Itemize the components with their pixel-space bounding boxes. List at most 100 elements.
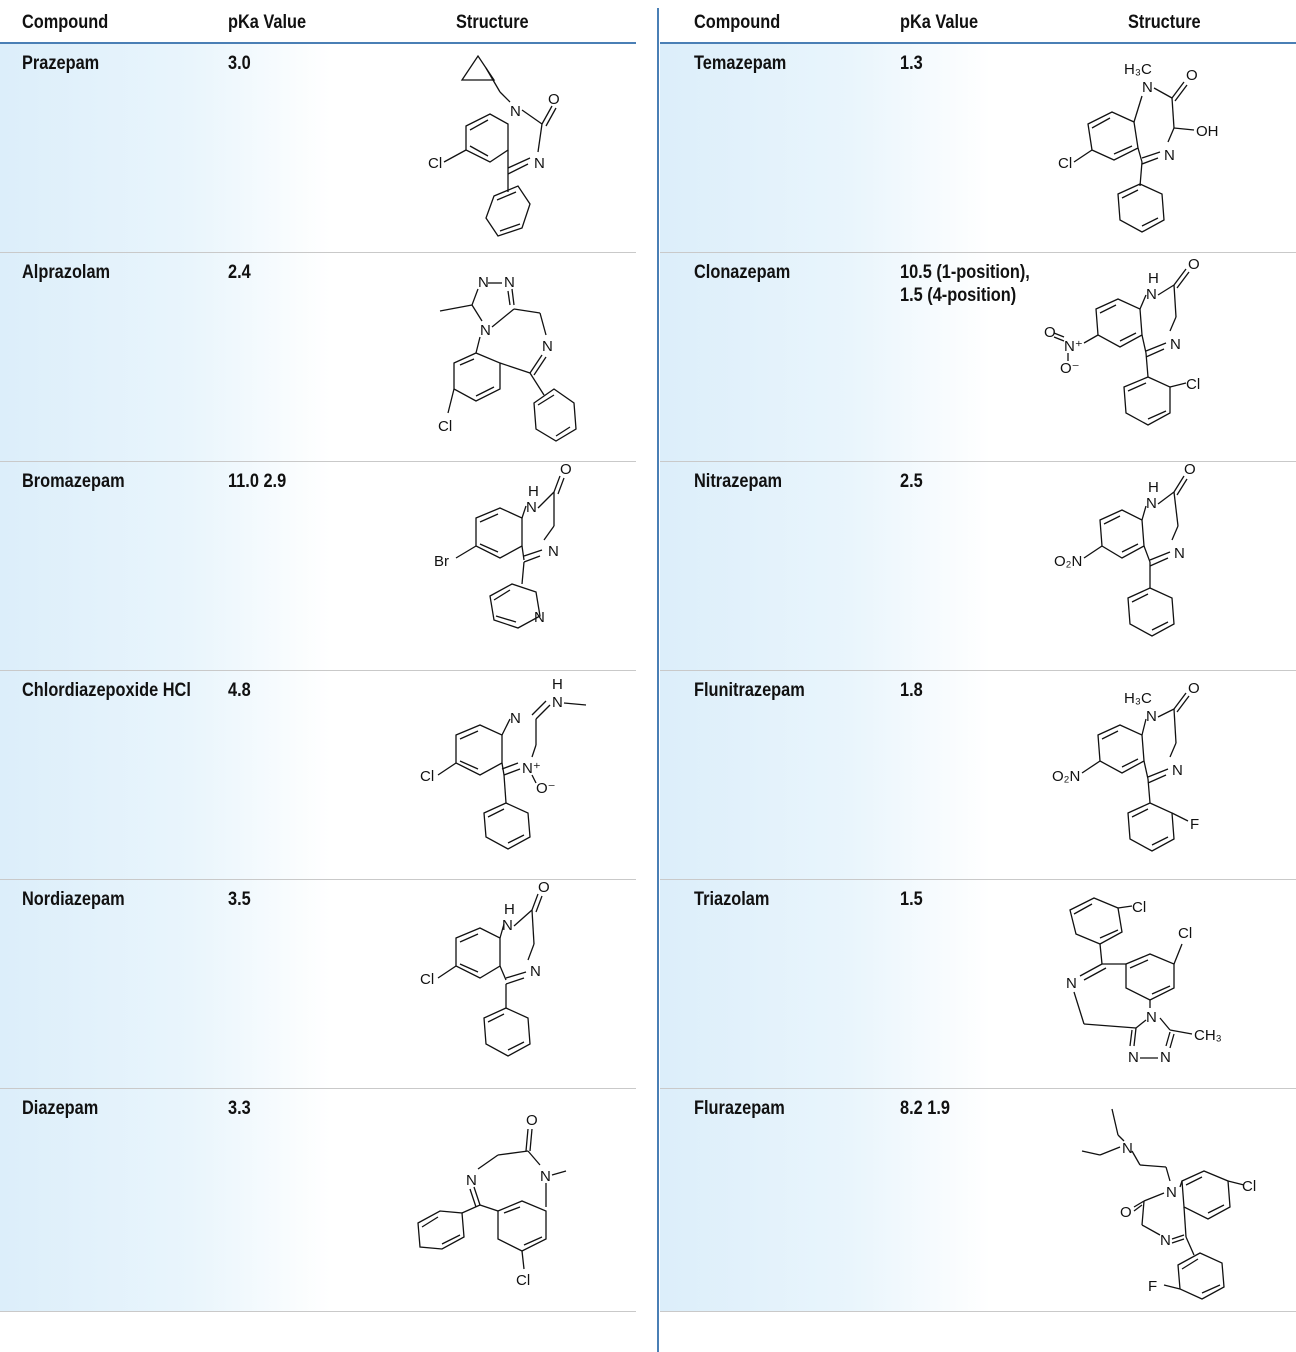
svg-text:Cl: Cl (1058, 155, 1072, 172)
left-table: Compound pKa Value Structure Prazepam 3.… (0, 0, 636, 1312)
svg-text:H₃C: H₃C (1124, 690, 1152, 707)
compound-name: Bromazepam (22, 471, 125, 492)
svg-text:N: N (1146, 1009, 1157, 1026)
structure-image: H₃C N O OH N Cl (1058, 61, 1219, 233)
structure-image: N O N Cl (428, 54, 560, 237)
table-header: Compound pKa Value Structure (0, 0, 636, 44)
svg-text:H: H (504, 901, 515, 918)
pka-value: 10.5 (1-position), (900, 262, 1030, 283)
compound-name: Flunitrazepam (694, 680, 805, 701)
table-row: Nitrazepam 2.5 H N O N O₂N (660, 462, 1296, 671)
svg-text:OH: OH (1196, 123, 1219, 140)
table-row: Diazepam 3.3 O N N Cl (0, 1089, 636, 1312)
svg-text:O⁻: O⁻ (1060, 360, 1080, 377)
table-header: Compound pKa Value Structure (660, 0, 1296, 44)
pka-value: 3.3 (228, 1098, 251, 1119)
compound-name: Nitrazepam (694, 471, 783, 492)
compound-name: Chlordiazepoxide HCl (22, 680, 191, 701)
compound-name: Clonazepam (694, 262, 791, 283)
svg-text:N: N (502, 917, 513, 934)
svg-text:Cl: Cl (1242, 1178, 1256, 1195)
svg-text:O: O (1184, 462, 1196, 478)
svg-text:N: N (1172, 762, 1183, 779)
svg-text:H: H (1148, 479, 1159, 496)
pka-value: 1.3 (900, 53, 923, 74)
compound-name: Diazepam (22, 1098, 99, 1119)
pka-value: 1.8 (900, 680, 923, 701)
svg-text:H₃C: H₃C (1124, 61, 1152, 78)
svg-text:O: O (1188, 680, 1200, 697)
table-row: Prazepam 3.0 N O N Cl (0, 44, 636, 253)
svg-text:N: N (466, 1172, 477, 1189)
svg-text:N⁺: N⁺ (1064, 338, 1083, 355)
svg-text:O: O (526, 1112, 538, 1129)
svg-text:CH₃: CH₃ (1194, 1027, 1222, 1044)
svg-text:O: O (560, 462, 572, 478)
table-row: Alprazolam 2.4 N N N N Cl (0, 253, 636, 462)
compound-name: Prazepam (22, 53, 100, 74)
column-divider (657, 8, 659, 1352)
svg-text:N: N (530, 963, 541, 980)
svg-text:O: O (548, 91, 560, 108)
svg-text:N: N (540, 1168, 551, 1185)
svg-text:N⁺: N⁺ (522, 760, 541, 777)
svg-text:H: H (528, 483, 539, 500)
svg-text:O: O (1188, 256, 1200, 273)
svg-text:N: N (510, 103, 521, 120)
svg-text:N: N (1146, 286, 1157, 303)
svg-text:N: N (1128, 1049, 1139, 1066)
svg-text:N: N (1122, 1140, 1133, 1157)
svg-text:N: N (526, 499, 537, 516)
table-row: Temazepam 1.3 H₃C N O OH N Cl (660, 44, 1296, 253)
table-row: Flurazepam 8.2 1.9 N N O N (660, 1089, 1296, 1312)
svg-text:N: N (1174, 545, 1185, 562)
structure-image: H₃C N O N O₂N F (1052, 680, 1200, 852)
svg-text:H: H (1148, 270, 1159, 287)
svg-text:N: N (510, 710, 521, 727)
compound-name: Flurazepam (694, 1098, 785, 1119)
pka-value: 8.2 1.9 (900, 1098, 950, 1119)
svg-text:N: N (1164, 147, 1175, 164)
svg-text:Cl: Cl (1178, 925, 1192, 942)
svg-text:N: N (1066, 975, 1077, 992)
pka-value: 3.5 (228, 889, 251, 910)
header-structure: Structure (1128, 12, 1201, 33)
table-row: Chlordiazepoxide HCl 4.8 H N N N⁺ O⁻ Cl (0, 671, 636, 880)
header-pka: pKa Value (900, 12, 979, 33)
svg-text:N: N (534, 155, 545, 172)
table-row: Clonazepam 10.5 (1-position), 1.5 (4-pos… (660, 253, 1296, 462)
svg-text:O: O (1044, 324, 1056, 341)
header-compound: Compound (694, 12, 781, 33)
structure-image: Cl N Cl N CH₃ N N (1066, 897, 1222, 1066)
structure-image: H N O N Cl (420, 880, 550, 1057)
svg-text:N: N (1146, 495, 1157, 512)
svg-text:N: N (1160, 1232, 1171, 1249)
svg-text:N: N (548, 543, 559, 560)
compound-name: Temazepam (694, 53, 787, 74)
svg-text:F: F (1148, 1278, 1157, 1295)
svg-text:O₂N: O₂N (1054, 553, 1082, 570)
pka-value-secondary: 1.5 (4-position) (900, 285, 1017, 306)
svg-text:Cl: Cl (1132, 899, 1146, 916)
compound-name: Alprazolam (22, 262, 111, 283)
svg-text:N: N (1166, 1184, 1177, 1201)
svg-text:O: O (1120, 1204, 1132, 1221)
header-structure: Structure (456, 12, 529, 33)
svg-text:N: N (480, 322, 491, 339)
svg-text:F: F (1190, 816, 1199, 833)
pka-value: 2.4 (228, 262, 251, 283)
table-row: Triazolam 1.5 Cl N Cl N CH₃ (660, 880, 1296, 1089)
svg-text:Cl: Cl (420, 971, 434, 988)
structure-image: O N N Cl (417, 1112, 567, 1289)
svg-text:N: N (1146, 708, 1157, 725)
svg-text:N: N (552, 694, 563, 711)
svg-text:N: N (504, 274, 515, 291)
svg-text:N: N (1170, 336, 1181, 353)
compound-name: Nordiazepam (22, 889, 125, 910)
structure-image: H N O N N⁺ O O⁻ (1044, 256, 1200, 426)
svg-text:N: N (542, 338, 553, 355)
svg-text:Br: Br (434, 553, 449, 570)
svg-text:H: H (552, 676, 563, 693)
header-compound: Compound (22, 12, 109, 33)
svg-text:Cl: Cl (1186, 376, 1200, 393)
